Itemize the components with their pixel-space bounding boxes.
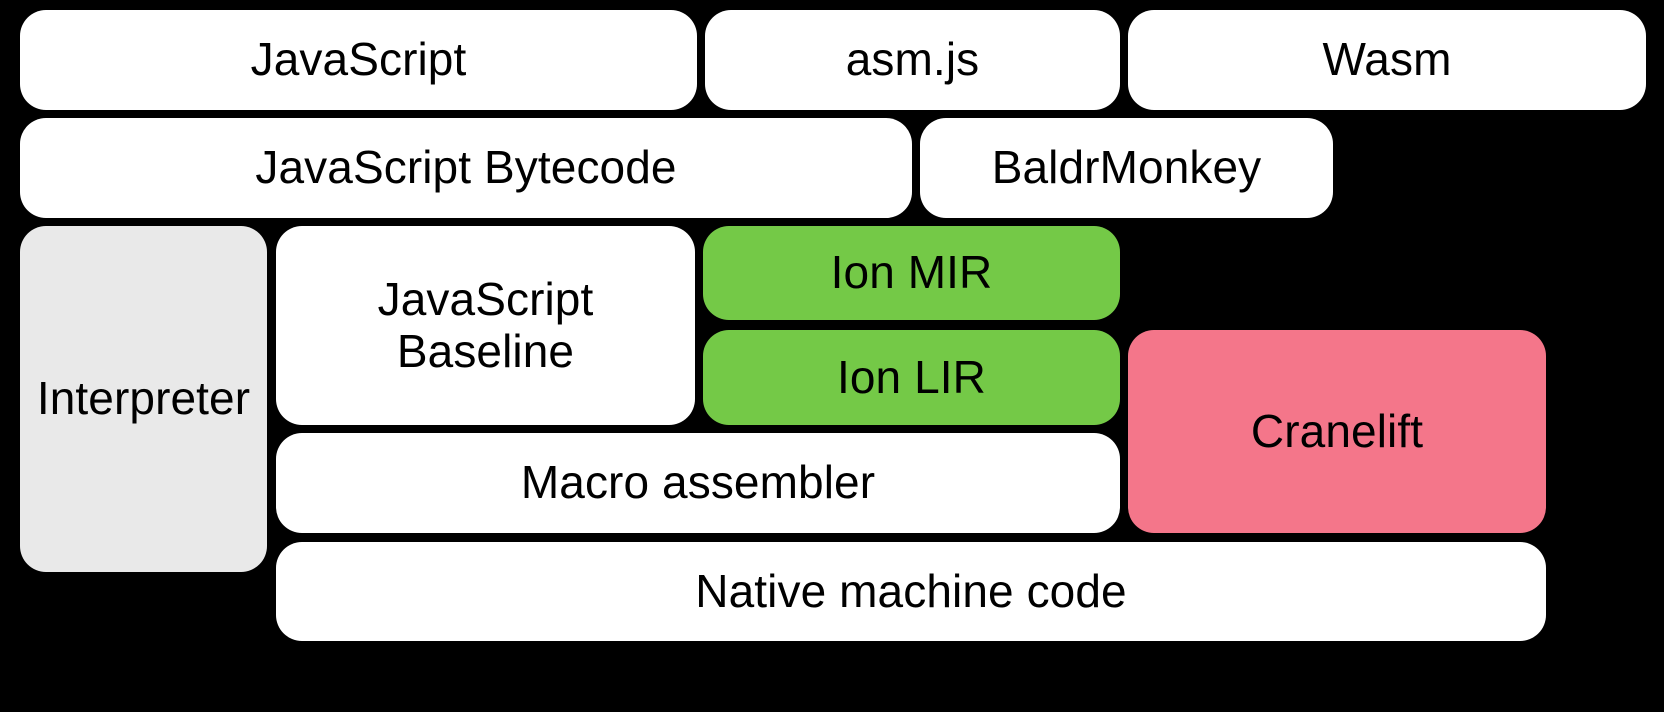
node-native-machine-code[interactable]: Native machine code — [276, 542, 1546, 641]
node-javascript[interactable]: JavaScript — [20, 10, 697, 110]
node-javascript-bytecode-label: JavaScript Bytecode — [255, 141, 677, 194]
node-macro-assembler-label: Macro assembler — [520, 456, 876, 509]
node-ion-lir-label: Ion LIR — [836, 350, 986, 403]
node-baldrmonkey-label: BaldrMonkey — [991, 141, 1262, 194]
node-interpreter[interactable]: Interpreter — [20, 226, 267, 572]
node-ion-mir[interactable]: Ion MIR — [703, 226, 1120, 320]
node-native-machine-code-label: Native machine code — [695, 564, 1127, 617]
node-cranelift-label: Cranelift — [1250, 404, 1424, 457]
node-baldrmonkey[interactable]: BaldrMonkey — [920, 118, 1333, 218]
node-interpreter-label: Interpreter — [36, 372, 251, 425]
node-macro-assembler[interactable]: Macro assembler — [276, 433, 1120, 533]
node-wasm[interactable]: Wasm — [1128, 10, 1646, 110]
node-cranelift[interactable]: Cranelift — [1128, 330, 1546, 533]
node-javascript-baseline[interactable]: JavaScript Baseline — [276, 226, 695, 425]
node-ion-lir[interactable]: Ion LIR — [703, 330, 1120, 425]
node-javascript-label: JavaScript — [250, 33, 467, 86]
node-asm-js-label: asm.js — [845, 33, 980, 86]
node-ion-mir-label: Ion MIR — [830, 246, 993, 299]
node-javascript-baseline-label: JavaScript Baseline — [377, 272, 594, 377]
node-javascript-bytecode[interactable]: JavaScript Bytecode — [20, 118, 912, 218]
node-wasm-label: Wasm — [1322, 33, 1452, 86]
node-asm-js[interactable]: asm.js — [705, 10, 1120, 110]
